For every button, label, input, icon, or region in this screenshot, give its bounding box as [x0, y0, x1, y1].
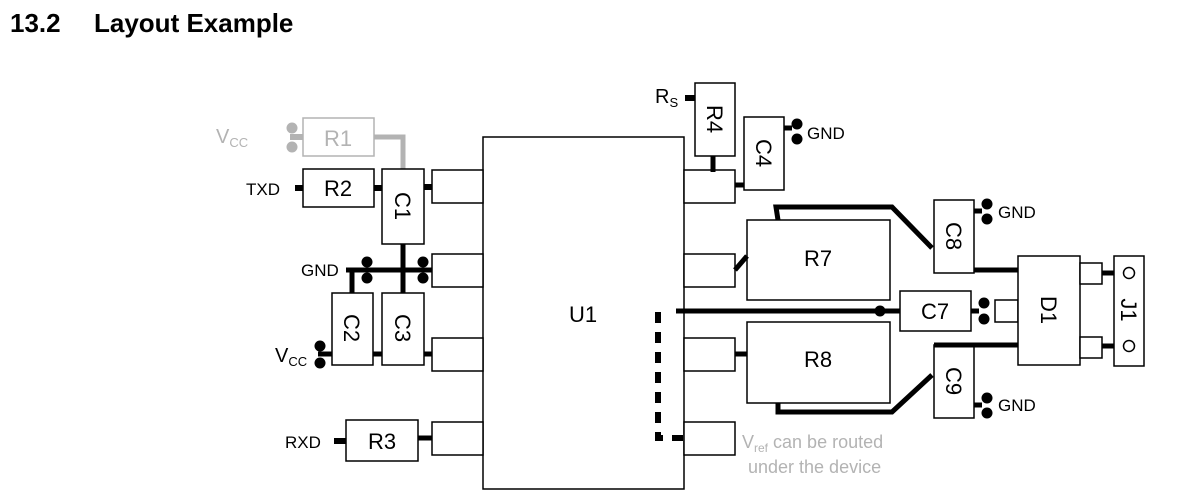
c3-label: C3: [390, 314, 415, 342]
section-title: Layout Example: [94, 8, 294, 38]
u1-pin-1: [431, 169, 484, 204]
c8-gnd-label: GND: [998, 203, 1036, 222]
vcc-via-b: [314, 357, 326, 369]
c8-body: [933, 199, 975, 274]
section-number: 13.2: [10, 8, 61, 38]
rs-stub: [685, 95, 695, 101]
u1-pin-5: [683, 421, 736, 456]
gnd-via-1b: [361, 272, 373, 284]
vcc-left-label: VCC: [275, 345, 307, 369]
rs-label: RS: [655, 86, 678, 110]
j1-pin-2: [1122, 339, 1136, 353]
c7-body: [899, 290, 972, 332]
c9-gnd-via-b: [981, 407, 993, 419]
r1-vcc-label: VCC: [216, 126, 248, 150]
r2-label: R2: [324, 176, 352, 201]
r3-body: [345, 419, 419, 462]
r8-label: R8: [804, 347, 832, 372]
rs-sub: S: [669, 95, 678, 110]
vref-note-line2: under the device: [748, 457, 881, 477]
u1-pin-4: [431, 421, 484, 456]
c1-pin1-stub: [424, 184, 432, 190]
r8-bottom-trace: [775, 373, 934, 415]
c3-body: [381, 292, 425, 366]
r1-vcc-main: V: [216, 126, 230, 148]
rxd-label: RXD: [285, 433, 321, 452]
vref-note-main: V: [742, 432, 754, 452]
d1-body: [1017, 255, 1081, 366]
c9-gnd-label: GND: [998, 396, 1036, 415]
c9-gnd-via-a: [981, 392, 993, 404]
gnd-via-1a: [361, 256, 373, 268]
r1-vcc-sub: CC: [229, 135, 248, 150]
r1-label: R1: [324, 126, 352, 151]
u1-pin-2: [431, 253, 484, 288]
r1-stub: [290, 134, 304, 140]
vref-note-line1: Vref can be routed: [742, 432, 883, 455]
r1-body: [302, 117, 375, 157]
d1-pin-1: [1079, 262, 1103, 285]
gnd-left-label: GND: [301, 261, 339, 280]
vref-under-device-dashed: [655, 312, 686, 441]
r1-trace: [374, 134, 406, 170]
c2-label: C2: [339, 314, 364, 342]
r1-pad-bottom: [286, 141, 298, 153]
c7-via-a: [978, 297, 990, 309]
c7-via-b: [978, 313, 990, 325]
u1-pin-7: [683, 253, 736, 288]
j1-pin-1: [1122, 266, 1136, 280]
c4-gnd-via-b: [791, 133, 803, 145]
txd-label: TXD: [246, 180, 280, 199]
c4-label: C4: [751, 139, 776, 167]
d1-label: D1: [1036, 296, 1061, 324]
c4-gnd-via-a: [791, 118, 803, 130]
vcc-left-sub: CC: [288, 354, 307, 369]
section-heading: 13.2 Layout Example: [10, 8, 293, 39]
u1-label: U1: [569, 302, 597, 327]
u1-pin-3: [431, 337, 484, 372]
r7-label: R7: [804, 246, 832, 271]
txd-stub: [295, 185, 303, 191]
vref-note-sub: ref: [754, 441, 769, 455]
pin7-r7-trace: [733, 254, 749, 272]
d1-pin-3: [1079, 336, 1103, 359]
r7-body: [746, 219, 891, 301]
vcc-via-a: [314, 340, 326, 352]
r8-body: [746, 321, 891, 404]
rxd-stub: [334, 438, 346, 444]
u1-pin-6: [683, 337, 736, 372]
rs-main: R: [655, 86, 669, 108]
gnd-via-2b: [417, 272, 429, 284]
c9-body: [933, 344, 975, 419]
c8-gnd-via-a: [981, 198, 993, 210]
gnd-via-2a: [417, 256, 429, 268]
r7-top-trace: [773, 204, 934, 250]
c1-label: C1: [390, 192, 415, 220]
c4-body: [743, 116, 785, 191]
c9-label: C9: [941, 367, 966, 395]
j1-label: J1: [1116, 298, 1141, 321]
r3-label: R3: [368, 429, 396, 454]
c2-body: [331, 292, 374, 366]
r4-label: R4: [702, 105, 727, 133]
u1-body: [482, 136, 685, 490]
vcc-left-main: V: [275, 345, 289, 367]
r1-pad-top: [286, 122, 298, 134]
d1-pin-2: [994, 299, 1019, 323]
c8-gnd-via-b: [981, 213, 993, 225]
r4-body: [694, 82, 736, 157]
vref-note-rest: can be routed: [768, 432, 883, 452]
c7-label: C7: [921, 299, 949, 324]
c4-gnd-label: GND: [807, 124, 845, 143]
u1-pin-8: [683, 169, 736, 204]
c8-label: C8: [941, 222, 966, 250]
r2-c1-stub: [374, 185, 382, 191]
